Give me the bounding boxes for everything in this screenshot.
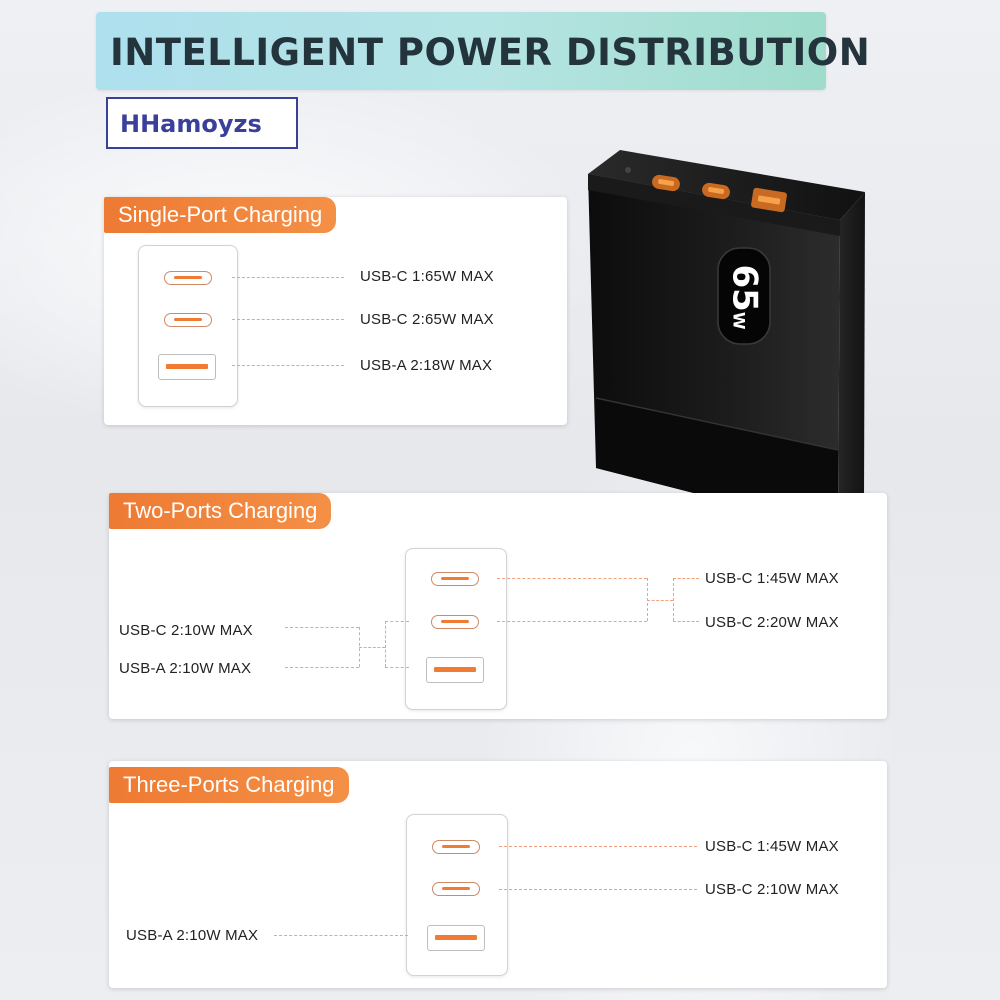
title-banner: INTELLIGENT POWER DISTRIBUTION (96, 12, 870, 90)
connector-line (673, 621, 699, 622)
port-diagram (405, 548, 507, 710)
connector-line (232, 277, 344, 278)
charger-illustration (588, 150, 865, 530)
usb-c-port-2-icon (164, 313, 212, 327)
port-diagram (406, 814, 508, 976)
port-diagram (138, 245, 238, 407)
two-ports-title: Two-Ports Charging (109, 493, 332, 529)
usb-a-label: USB-A 2:10W MAX (126, 927, 259, 944)
charger-product-image: 65W (582, 150, 867, 530)
usb-c-port-2-icon (432, 882, 480, 896)
usb-c2-label: USB-C 2:65W MAX (360, 311, 494, 328)
connector-line (232, 365, 344, 366)
wattage-number: 65 (724, 264, 765, 312)
usb-a-label: USB-A 2:18W MAX (360, 357, 493, 374)
two-ports-panel: Two-Ports Charging USB-C 1:45W MAX USB-C… (109, 493, 887, 719)
connector-line (497, 578, 647, 579)
usb-a-port-icon (158, 354, 216, 380)
usb-c-port-2-icon (431, 615, 479, 629)
brand-name: HHamoyzs (120, 110, 262, 138)
usb-c2-label: USB-C 2:10W MAX (705, 881, 839, 898)
single-port-title: Single-Port Charging (104, 197, 337, 233)
connector-line (385, 667, 409, 668)
usb-c1-label: USB-C 1:45W MAX (705, 570, 839, 587)
three-ports-panel: Three-Ports Charging USB-C 1:45W MAX USB… (109, 761, 887, 988)
connector-line (385, 621, 409, 622)
connector-line (385, 621, 386, 667)
connector-line (499, 889, 697, 890)
connector-line (285, 627, 359, 628)
connector-line (673, 578, 674, 621)
connector-line (499, 846, 697, 847)
usb-c-port-1-icon (432, 840, 480, 854)
usb-c2-label: USB-C 2:20W MAX (705, 614, 839, 631)
usb-a-port-icon (426, 657, 484, 683)
page-title: INTELLIGENT POWER DISTRIBUTION (110, 31, 871, 74)
usb-c-port-1-icon (431, 572, 479, 586)
connector-line (274, 935, 408, 936)
connector-line (232, 319, 344, 320)
usb-a-port-icon (427, 925, 485, 951)
connector-line (647, 600, 673, 601)
brand-logo: HHamoyzs (106, 97, 298, 149)
wattage-unit: W (729, 311, 749, 330)
usb-a-label: USB-A 2:10W MAX (119, 660, 252, 677)
connector-line (285, 667, 359, 668)
wattage-badge: 65W (722, 262, 766, 332)
single-port-panel: Single-Port Charging USB-C 1:65W MAX USB… (104, 197, 567, 425)
connector-line (647, 578, 648, 621)
usb-c2-label: USB-C 2:10W MAX (119, 622, 253, 639)
usb-c-port-1-icon (164, 271, 212, 285)
three-ports-title: Three-Ports Charging (109, 767, 349, 803)
usb-c1-label: USB-C 1:65W MAX (360, 268, 494, 285)
connector-line (497, 621, 647, 622)
connector-line (359, 647, 385, 648)
connector-line (673, 578, 699, 579)
usb-c1-label: USB-C 1:45W MAX (705, 838, 839, 855)
